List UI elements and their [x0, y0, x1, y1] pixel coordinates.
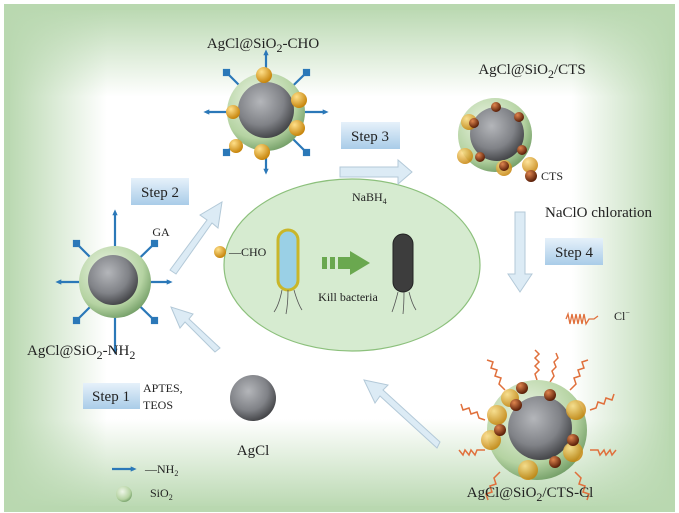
sio2-shell-icon	[116, 486, 132, 502]
svg-text:Step 3: Step 3	[351, 129, 389, 145]
svg-text:Step 2: Step 2	[141, 185, 179, 201]
step4-reagent: NaClO chloration	[545, 205, 653, 221]
cl-chain-icon	[565, 311, 599, 326]
agcl-sio2-cts-particle	[457, 98, 538, 176]
step4-badge: Step 4	[545, 238, 603, 265]
arrow-right-icon	[322, 251, 370, 275]
svg-text:—NH2: —NH2	[144, 462, 178, 478]
step3-reagent: NaBH4	[352, 190, 387, 206]
step3-arrow	[339, 158, 413, 186]
kill-bacteria-label: Kill bacteria	[318, 290, 378, 304]
cho-icon	[214, 246, 226, 258]
legend-cl: Cl−	[565, 308, 630, 326]
label-agcl-sio2-cts-cl: AgCl@SiO2/CTS-Cl	[467, 485, 594, 504]
label-agcl-sio2-cts: AgCl@SiO2/CTS	[478, 62, 585, 81]
legend-cts: CTS	[525, 169, 563, 183]
step1-arrow	[170, 306, 221, 353]
svg-text:Step 1: Step 1	[92, 389, 130, 405]
step2-arrow	[169, 201, 223, 275]
svg-text:—CHO: —CHO	[228, 245, 267, 259]
agcl-sio2-nh2-particle	[55, 209, 173, 355]
label-agcl: AgCl	[237, 443, 270, 459]
label-agcl-sio2-nh2: AgCl@SiO2-NH2	[27, 343, 135, 362]
step3-badge: Step 3	[341, 122, 400, 149]
step1-reagent-aptes: APTES,	[143, 381, 183, 395]
agcl-core-particle	[230, 375, 276, 421]
step2-reagent: GA	[152, 225, 170, 239]
label-agcl-sio2-cho: AgCl@SiO2-CHO	[207, 36, 320, 55]
svg-text:SiO2: SiO2	[150, 486, 173, 502]
dead-bacterium-icon	[391, 233, 417, 315]
legend-nh2: —NH2	[112, 462, 178, 478]
step1-reagent-teos: TEOS	[143, 398, 173, 412]
step1-badge: Step 1	[83, 383, 140, 409]
kill-bacteria-panel: Kill bacteria	[223, 178, 481, 352]
step5-arrow	[363, 379, 441, 449]
process-arrows	[169, 158, 533, 449]
step4-arrow	[507, 211, 533, 293]
agcl-sio2-cts-cl-particle	[458, 349, 617, 501]
svg-text:Cl−: Cl−	[614, 308, 630, 323]
cts-icon	[525, 170, 537, 182]
legend-cho: —CHO	[214, 245, 267, 259]
live-bacterium-icon	[273, 228, 303, 315]
svg-text:Step 4: Step 4	[555, 245, 593, 261]
agcl-sio2-cho-particle	[203, 49, 329, 175]
svg-text:CTS: CTS	[541, 169, 563, 183]
step2-badge: Step 2	[131, 178, 189, 205]
legend-sio2: SiO2	[116, 486, 173, 502]
